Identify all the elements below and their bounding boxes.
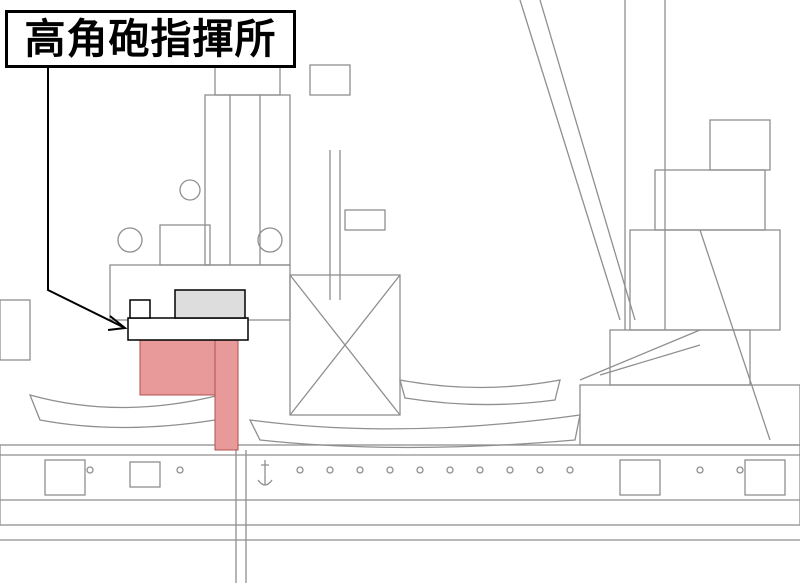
callout-label-text: 高角砲指揮所	[24, 14, 277, 63]
hull	[0, 444, 800, 526]
aa-director-highlight	[139, 334, 239, 451]
portholes	[86, 466, 744, 474]
boat-center	[248, 414, 581, 449]
pointer-line	[47, 68, 128, 331]
aa-director	[127, 289, 249, 341]
boat-left	[28, 394, 221, 429]
callout-label: 高角砲指揮所	[5, 10, 296, 68]
bridge-tower	[204, 94, 291, 266]
